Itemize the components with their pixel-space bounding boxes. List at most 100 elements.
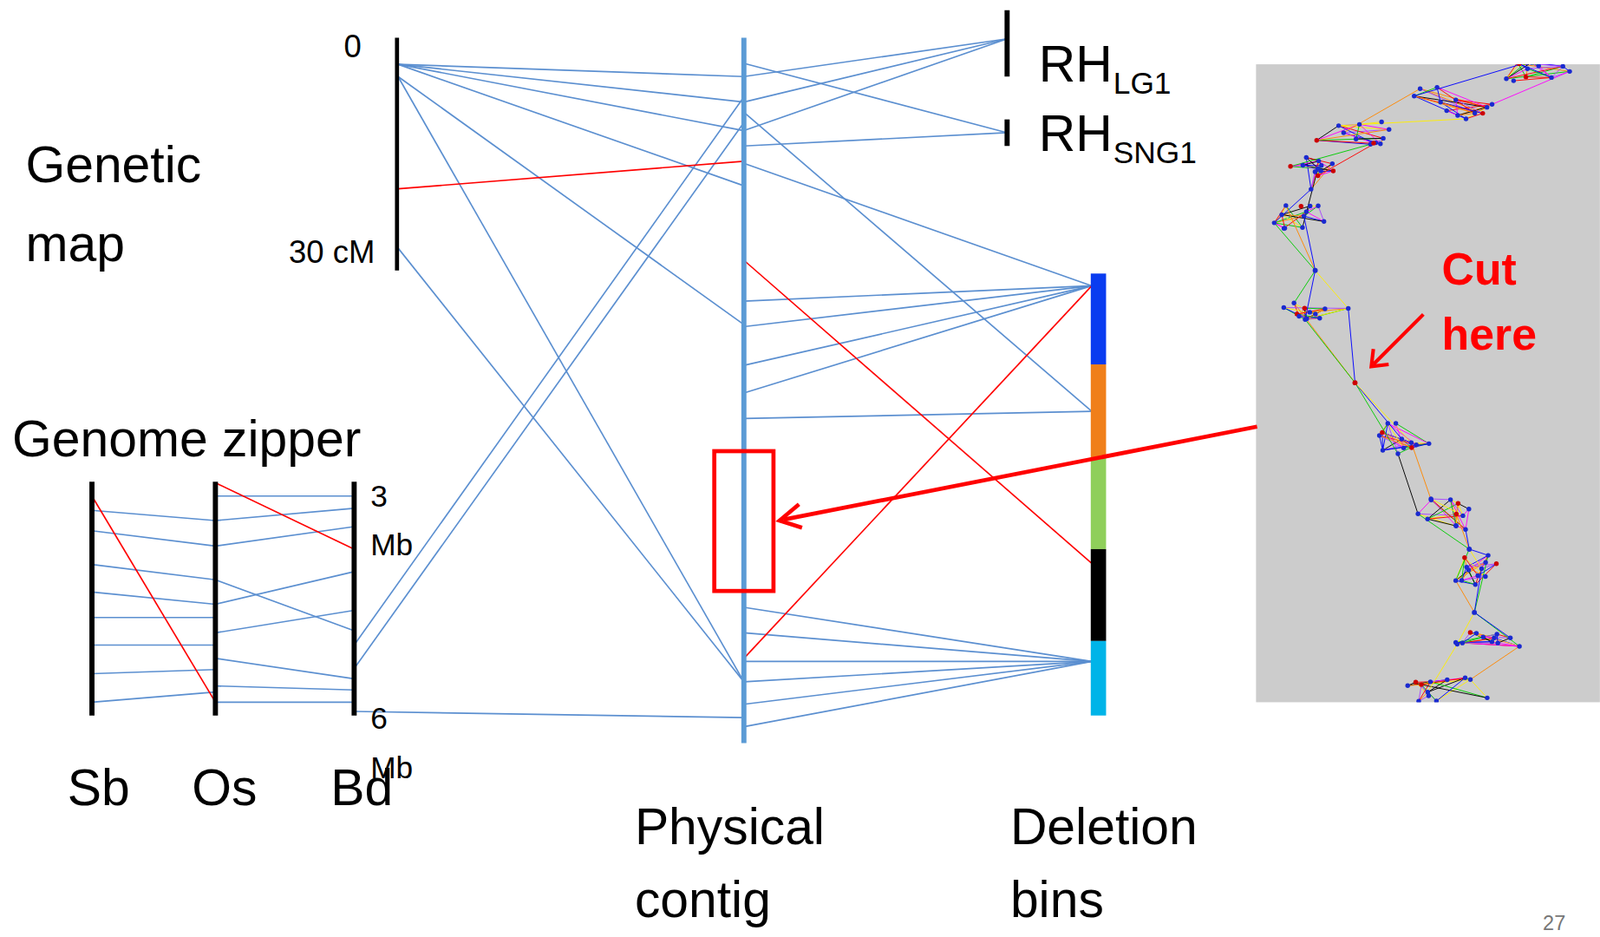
graph-dot xyxy=(1485,552,1490,557)
link-line xyxy=(1397,453,1418,514)
graph-dot xyxy=(1319,163,1324,168)
graph-dot xyxy=(1460,640,1465,645)
graph-dot xyxy=(1463,116,1469,121)
link-line xyxy=(91,509,216,521)
link-line xyxy=(398,76,745,325)
map-name: RH xyxy=(1038,103,1113,165)
link-line xyxy=(215,701,354,704)
graph-dot xyxy=(1316,158,1321,164)
graph-dot xyxy=(1331,168,1336,173)
link-line xyxy=(353,122,744,668)
graph-dot xyxy=(1299,225,1305,230)
scale-label: 0 xyxy=(344,27,362,66)
network-graph xyxy=(1272,64,1573,702)
graph-dot xyxy=(1380,136,1385,141)
link-line xyxy=(1470,646,1521,680)
link-line xyxy=(91,616,216,619)
link-line xyxy=(353,711,744,718)
graph-dot xyxy=(1401,445,1406,451)
graph-dot xyxy=(1460,513,1465,518)
sb-axis xyxy=(89,481,95,715)
graph-dot xyxy=(1315,173,1320,178)
link-line xyxy=(744,285,1092,658)
graph-dot xyxy=(1462,675,1468,680)
link-line xyxy=(91,496,216,703)
link-line xyxy=(744,660,1092,704)
link-line xyxy=(1355,382,1399,454)
link-line xyxy=(215,610,354,634)
graph-dot xyxy=(1453,522,1458,528)
graph-dot xyxy=(1560,64,1566,69)
graph-dot xyxy=(1296,313,1301,319)
graph-dot xyxy=(1283,202,1288,208)
physical-contig-axis xyxy=(741,38,747,744)
link-line xyxy=(215,685,354,691)
species-label: Bd xyxy=(330,757,393,819)
link-line xyxy=(1506,64,1532,79)
link-line xyxy=(1421,677,1465,685)
link-line xyxy=(1414,64,1528,97)
scale-label: 30 cM xyxy=(288,233,375,272)
graph-dot xyxy=(1503,76,1509,81)
graph-dot xyxy=(1448,496,1453,502)
graph-dot xyxy=(1508,635,1513,640)
link-line xyxy=(1359,124,1390,130)
link-line xyxy=(1456,99,1483,114)
axis-title: Genetic map xyxy=(25,124,261,283)
rh-lg1-bar xyxy=(1004,10,1010,77)
graph-dot xyxy=(1528,64,1534,66)
link-line xyxy=(1293,302,1355,383)
link-line xyxy=(744,632,1092,661)
graph-dot xyxy=(1307,203,1313,209)
link-line xyxy=(1311,168,1319,190)
graph-dot xyxy=(1318,168,1323,173)
graph-dot xyxy=(1304,208,1309,214)
graph-dot xyxy=(1548,75,1554,80)
link-line xyxy=(1462,636,1483,643)
graph-dot xyxy=(1536,64,1542,69)
link-line xyxy=(744,285,1092,366)
graph-dot xyxy=(1474,630,1479,635)
highlight-box xyxy=(714,450,774,591)
link-line xyxy=(1417,499,1431,514)
graph-dot xyxy=(1418,681,1424,686)
cut-callout: Cut here xyxy=(1442,236,1595,367)
link-line xyxy=(1381,431,1384,450)
graph-dot xyxy=(1516,64,1522,66)
graph-dot xyxy=(1405,683,1411,688)
link-line xyxy=(744,132,1008,146)
link-line xyxy=(1440,102,1475,114)
graph-dot xyxy=(1434,84,1439,90)
graph-dot xyxy=(1413,679,1418,685)
pointer-arrow xyxy=(779,426,1258,528)
link-line xyxy=(398,76,745,682)
graph-dot xyxy=(1462,555,1467,560)
link-line xyxy=(1417,513,1470,549)
link-line xyxy=(1306,156,1321,171)
graph-dot xyxy=(1494,631,1499,636)
bd-axis xyxy=(351,481,357,715)
link-line xyxy=(1513,77,1552,81)
species-label: Sb xyxy=(67,757,131,819)
graph-dot xyxy=(1321,219,1326,224)
link-line xyxy=(1430,681,1487,699)
graph-dot xyxy=(1317,315,1322,320)
graph-dot xyxy=(1489,639,1495,644)
graph-dot xyxy=(1377,141,1383,146)
graph-dot xyxy=(1411,93,1417,98)
graph-dot xyxy=(1304,316,1309,321)
graph-dot xyxy=(1525,66,1530,72)
graph-dot xyxy=(1443,108,1449,113)
graph-dot xyxy=(1494,561,1499,566)
link-line xyxy=(215,526,354,546)
link-line xyxy=(1474,612,1520,647)
graph-dot xyxy=(1282,225,1287,230)
map-name-subscript: SNG1 xyxy=(1113,134,1197,171)
link-line xyxy=(1348,307,1356,383)
graph-dot xyxy=(1523,74,1529,79)
link-line xyxy=(1462,575,1479,581)
link-line xyxy=(1456,548,1470,581)
graph-dot xyxy=(1312,169,1318,174)
link-line xyxy=(1305,270,1316,320)
graph-dot xyxy=(1475,573,1480,578)
